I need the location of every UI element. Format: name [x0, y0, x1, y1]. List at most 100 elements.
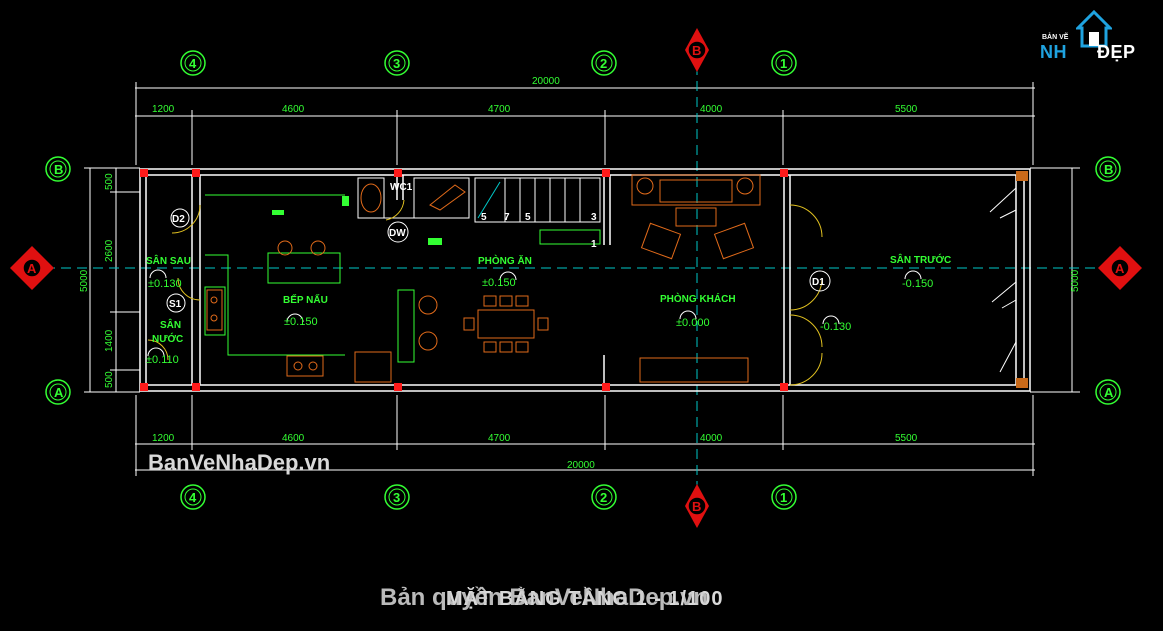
- level-san-truoc: -0.150: [902, 278, 933, 290]
- grid-bubble-1-bottom: 1: [771, 484, 797, 510]
- watermark-lower: Bản quyền BanVeNhaDep.vn: [380, 584, 709, 611]
- room-phong-an: PHÒNG ĂN: [478, 254, 532, 267]
- tag-d1: D1: [809, 270, 831, 292]
- svg-text:A: A: [27, 261, 37, 276]
- wc-fixtures: [360, 183, 466, 213]
- watermark-upper: BanVeNhaDep.vn: [148, 450, 331, 475]
- grid-bubble-B-left: B: [45, 156, 71, 182]
- svg-text:1: 1: [780, 490, 787, 505]
- room-phong-khach: PHÒNG KHÁCH: [660, 292, 736, 305]
- dim-right-total: 5000: [1070, 269, 1081, 292]
- level-phong-khach: ±0.000: [676, 317, 710, 329]
- plan-title: MẶT BẰNG TẦNG 1 - 1/100: [446, 588, 724, 610]
- room-san-sau: SÂN SAU: [146, 254, 191, 267]
- columns: [140, 169, 1028, 391]
- level-san-nuoc: ±0.110: [146, 354, 179, 366]
- side-dimensions: [84, 167, 1080, 393]
- svg-text:B: B: [54, 162, 63, 177]
- stair-num-5: 1: [591, 239, 597, 250]
- stair-num-2: 7: [504, 212, 510, 223]
- level-bep-nau: ±0.150: [284, 316, 318, 328]
- kitchen-appliances: [206, 240, 392, 383]
- dim-seg-4-top: 4000: [700, 104, 723, 115]
- top-dimensions: [135, 82, 1035, 165]
- svg-text:D1: D1: [812, 277, 825, 288]
- level-markers: [147, 269, 922, 357]
- level-san-sau: ±0.130: [148, 278, 182, 290]
- gate-leaves: [989, 187, 1017, 373]
- grid-bubbles: 4 3 2 1 B 4 3: [10, 28, 1142, 528]
- wc-area: [357, 177, 470, 219]
- wc-door: [385, 199, 405, 221]
- dim-left-1: 500: [104, 173, 115, 190]
- stair-num-3: 5: [525, 212, 531, 223]
- svg-text:B: B: [1104, 162, 1113, 177]
- grid-bubble-A-left: A: [45, 379, 71, 405]
- walls: [139, 168, 1031, 392]
- svg-text:A: A: [1104, 385, 1114, 400]
- living-sofa-set: [631, 174, 761, 383]
- room-bep-nau: BẾP NẤU: [283, 293, 328, 306]
- dim-left-4: 500: [104, 371, 115, 388]
- grid-bubble-B-right: B: [1095, 156, 1121, 182]
- stair-num-1: 5: [481, 212, 487, 223]
- grid-bubble-A-right-red: A: [1098, 246, 1142, 290]
- level-phong-an: ±0.150: [482, 277, 516, 289]
- grid-bubble-B-top: B: [685, 28, 709, 72]
- dining-set: [418, 295, 549, 353]
- dim-seg-5-bottom: 5500: [895, 433, 918, 444]
- grid-bubble-A-left-red: A: [10, 246, 54, 290]
- svg-text:A: A: [54, 385, 64, 400]
- staircase: [474, 177, 601, 223]
- dim-seg-3-bottom: 4700: [488, 433, 511, 444]
- room-san-nuoc-2: NƯỚC: [152, 332, 183, 345]
- dining-marker: [428, 238, 442, 245]
- kitchen-marker: [272, 210, 284, 215]
- grid-bubble-3-top: 3: [384, 50, 410, 76]
- dim-left-total: 5000: [79, 269, 90, 292]
- dim-total-bottom: 20000: [567, 460, 595, 471]
- room-san-truoc: SÂN TRƯỚC: [890, 253, 951, 266]
- svg-text:S1: S1: [169, 299, 182, 310]
- grid-bubble-2-bottom: 2: [591, 484, 617, 510]
- grid-bubble-4-bottom: 4: [180, 484, 206, 510]
- dim-seg-2-bottom: 4600: [282, 433, 305, 444]
- dim-seg-5-top: 5500: [895, 104, 918, 115]
- dim-seg-4-bottom: 4000: [700, 433, 723, 444]
- dim-left-3: 1400: [104, 329, 115, 352]
- grid-bubble-A-right: A: [1095, 379, 1121, 405]
- dim-left-2: 2600: [104, 239, 115, 262]
- dim-seg-1-top: 1200: [152, 104, 175, 115]
- tag-s1: S1: [166, 293, 186, 313]
- svg-text:DW: DW: [389, 228, 406, 239]
- svg-text:3: 3: [393, 490, 400, 505]
- dim-seg-1-bottom: 1200: [152, 433, 175, 444]
- svg-text:A: A: [1115, 261, 1125, 276]
- grid-bubble-2-top: 2: [591, 50, 617, 76]
- kitchen-counter: [204, 194, 415, 363]
- svg-text:2: 2: [600, 56, 607, 71]
- wc-label: WC1: [390, 182, 413, 193]
- grid-bubble-1-top: 1: [771, 50, 797, 76]
- dim-seg-2-top: 4600: [282, 104, 305, 115]
- tag-d2: D2: [170, 208, 190, 228]
- level-hien: -0.130: [820, 321, 851, 333]
- house-icon: [1076, 10, 1112, 48]
- grid-bubble-3-bottom: 3: [384, 484, 410, 510]
- svg-text:3: 3: [393, 56, 400, 71]
- stair-num-4: 3: [591, 212, 597, 223]
- svg-text:1: 1: [780, 56, 787, 71]
- dim-total-top: 20000: [532, 76, 560, 87]
- grid-bubble-4-top: 4: [180, 50, 206, 76]
- tag-dw: DW: [387, 221, 409, 243]
- svg-text:D2: D2: [172, 214, 185, 225]
- dim-seg-3-top: 4700: [488, 104, 511, 115]
- svg-text:B: B: [692, 499, 701, 514]
- stair-landing: [539, 229, 601, 245]
- grid-bubble-B-bottom: B: [685, 484, 709, 528]
- logo-top-text: BẢN VẼ: [1042, 34, 1069, 41]
- bottom-dimensions: [135, 395, 1035, 476]
